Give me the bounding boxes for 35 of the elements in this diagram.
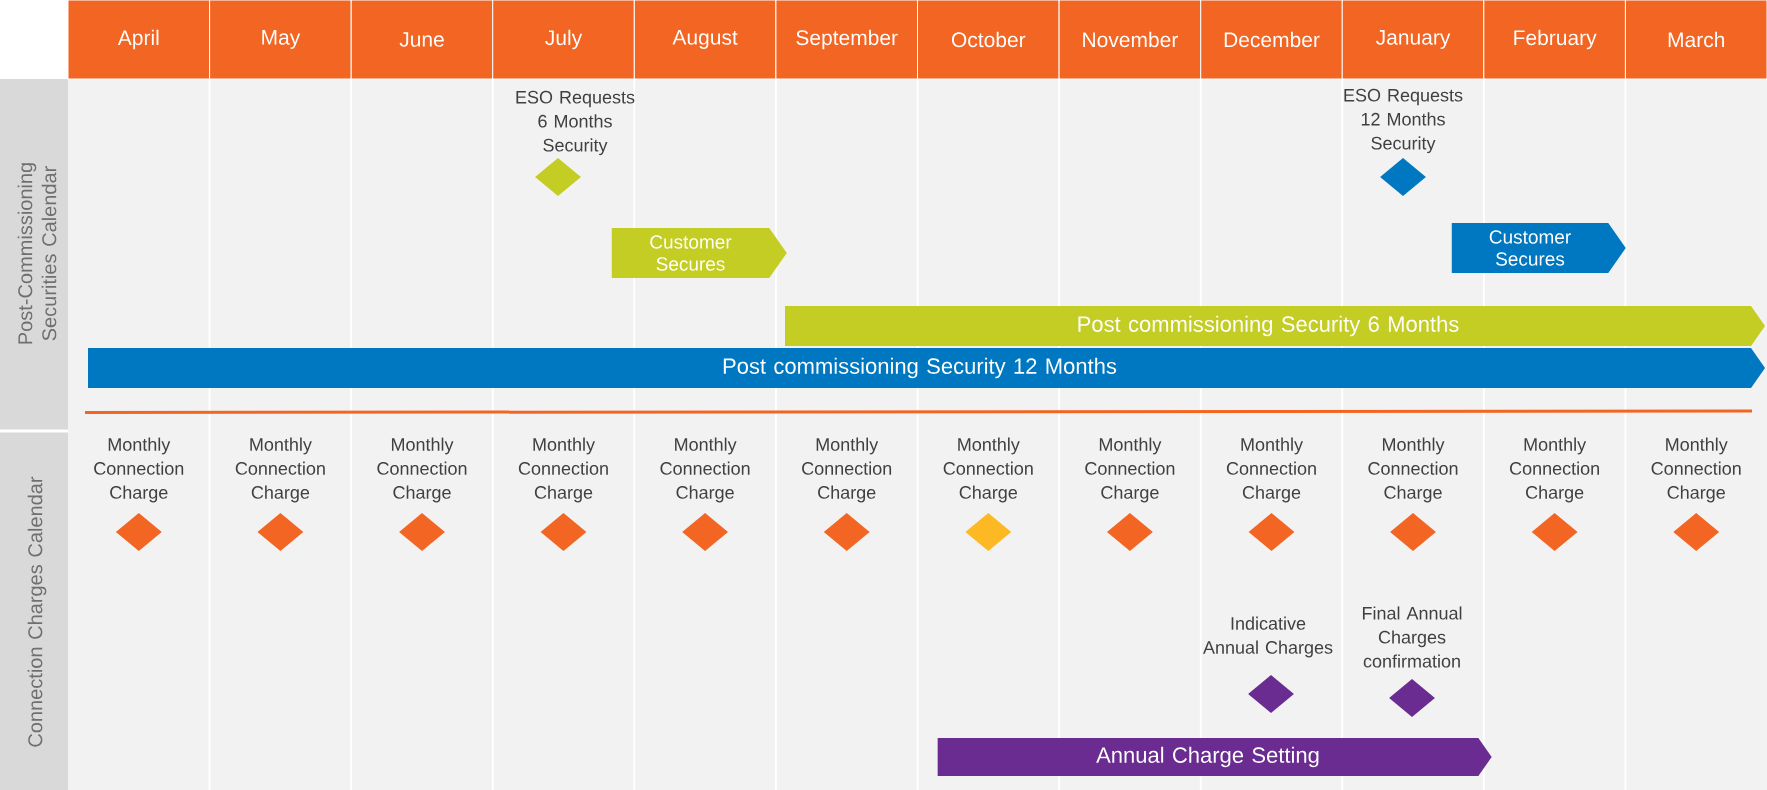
month-header: October — [917, 0, 1060, 80]
milestone-label: Monthly Connection Charge — [1510, 437, 1599, 503]
milestone-label: Monthly Connection Charge — [1651, 437, 1741, 503]
month-header: June — [350, 0, 494, 80]
milestone-label: Monthly Connection Charge — [1085, 437, 1175, 503]
month-header: April — [67, 0, 211, 80]
milestone-label: Monthly Connection Charge — [1368, 437, 1458, 503]
month-header: September — [775, 0, 918, 80]
month-header: February — [1483, 0, 1626, 80]
timeline-bar: Annual Charge Setting — [937, 738, 1492, 776]
milestone-label: Monthly Connection Charge — [94, 437, 184, 503]
month-header: November — [1058, 0, 1202, 80]
milestone-label: Final Annual Charges confirmation — [1362, 606, 1462, 668]
milestone-label: Monthly Connection Charge — [1226, 437, 1316, 503]
month-header: January — [1341, 0, 1485, 80]
row-label: Connection Charges Calendar — [8, 437, 66, 787]
month-header: March — [1624, 0, 1767, 80]
timeline-bar: Customer Secures — [611, 228, 787, 278]
timeline-bar: Post commissioning Security 12 Months — [88, 348, 1765, 388]
milestone-label: Monthly Connection Charge — [518, 437, 608, 503]
month-header: May — [209, 0, 352, 80]
milestone-label: Monthly Connection Charge — [802, 437, 892, 503]
milestone-label: ESO Requests 6 Months Security — [516, 90, 635, 156]
milestone-label: ESO Requests 12 Months Security — [1344, 88, 1463, 154]
row-label: Post-Commissioning Securities Calendar — [8, 82, 66, 425]
month-header: July — [492, 0, 635, 80]
timeline-bar: Customer Secures — [1451, 223, 1626, 273]
milestone-label: Monthly Connection Charge — [235, 437, 325, 503]
month-header: December — [1200, 0, 1343, 80]
month-header: August — [633, 0, 777, 80]
milestone-label: Monthly Connection Charge — [377, 437, 467, 503]
milestone-label: Monthly Connection Charge — [943, 437, 1033, 503]
milestone-label: Monthly Connection Charge — [660, 437, 750, 503]
timeline-bar: Post commissioning Security 6 Months — [785, 306, 1765, 346]
milestone-label: Indicative Annual Charges — [1203, 616, 1333, 658]
